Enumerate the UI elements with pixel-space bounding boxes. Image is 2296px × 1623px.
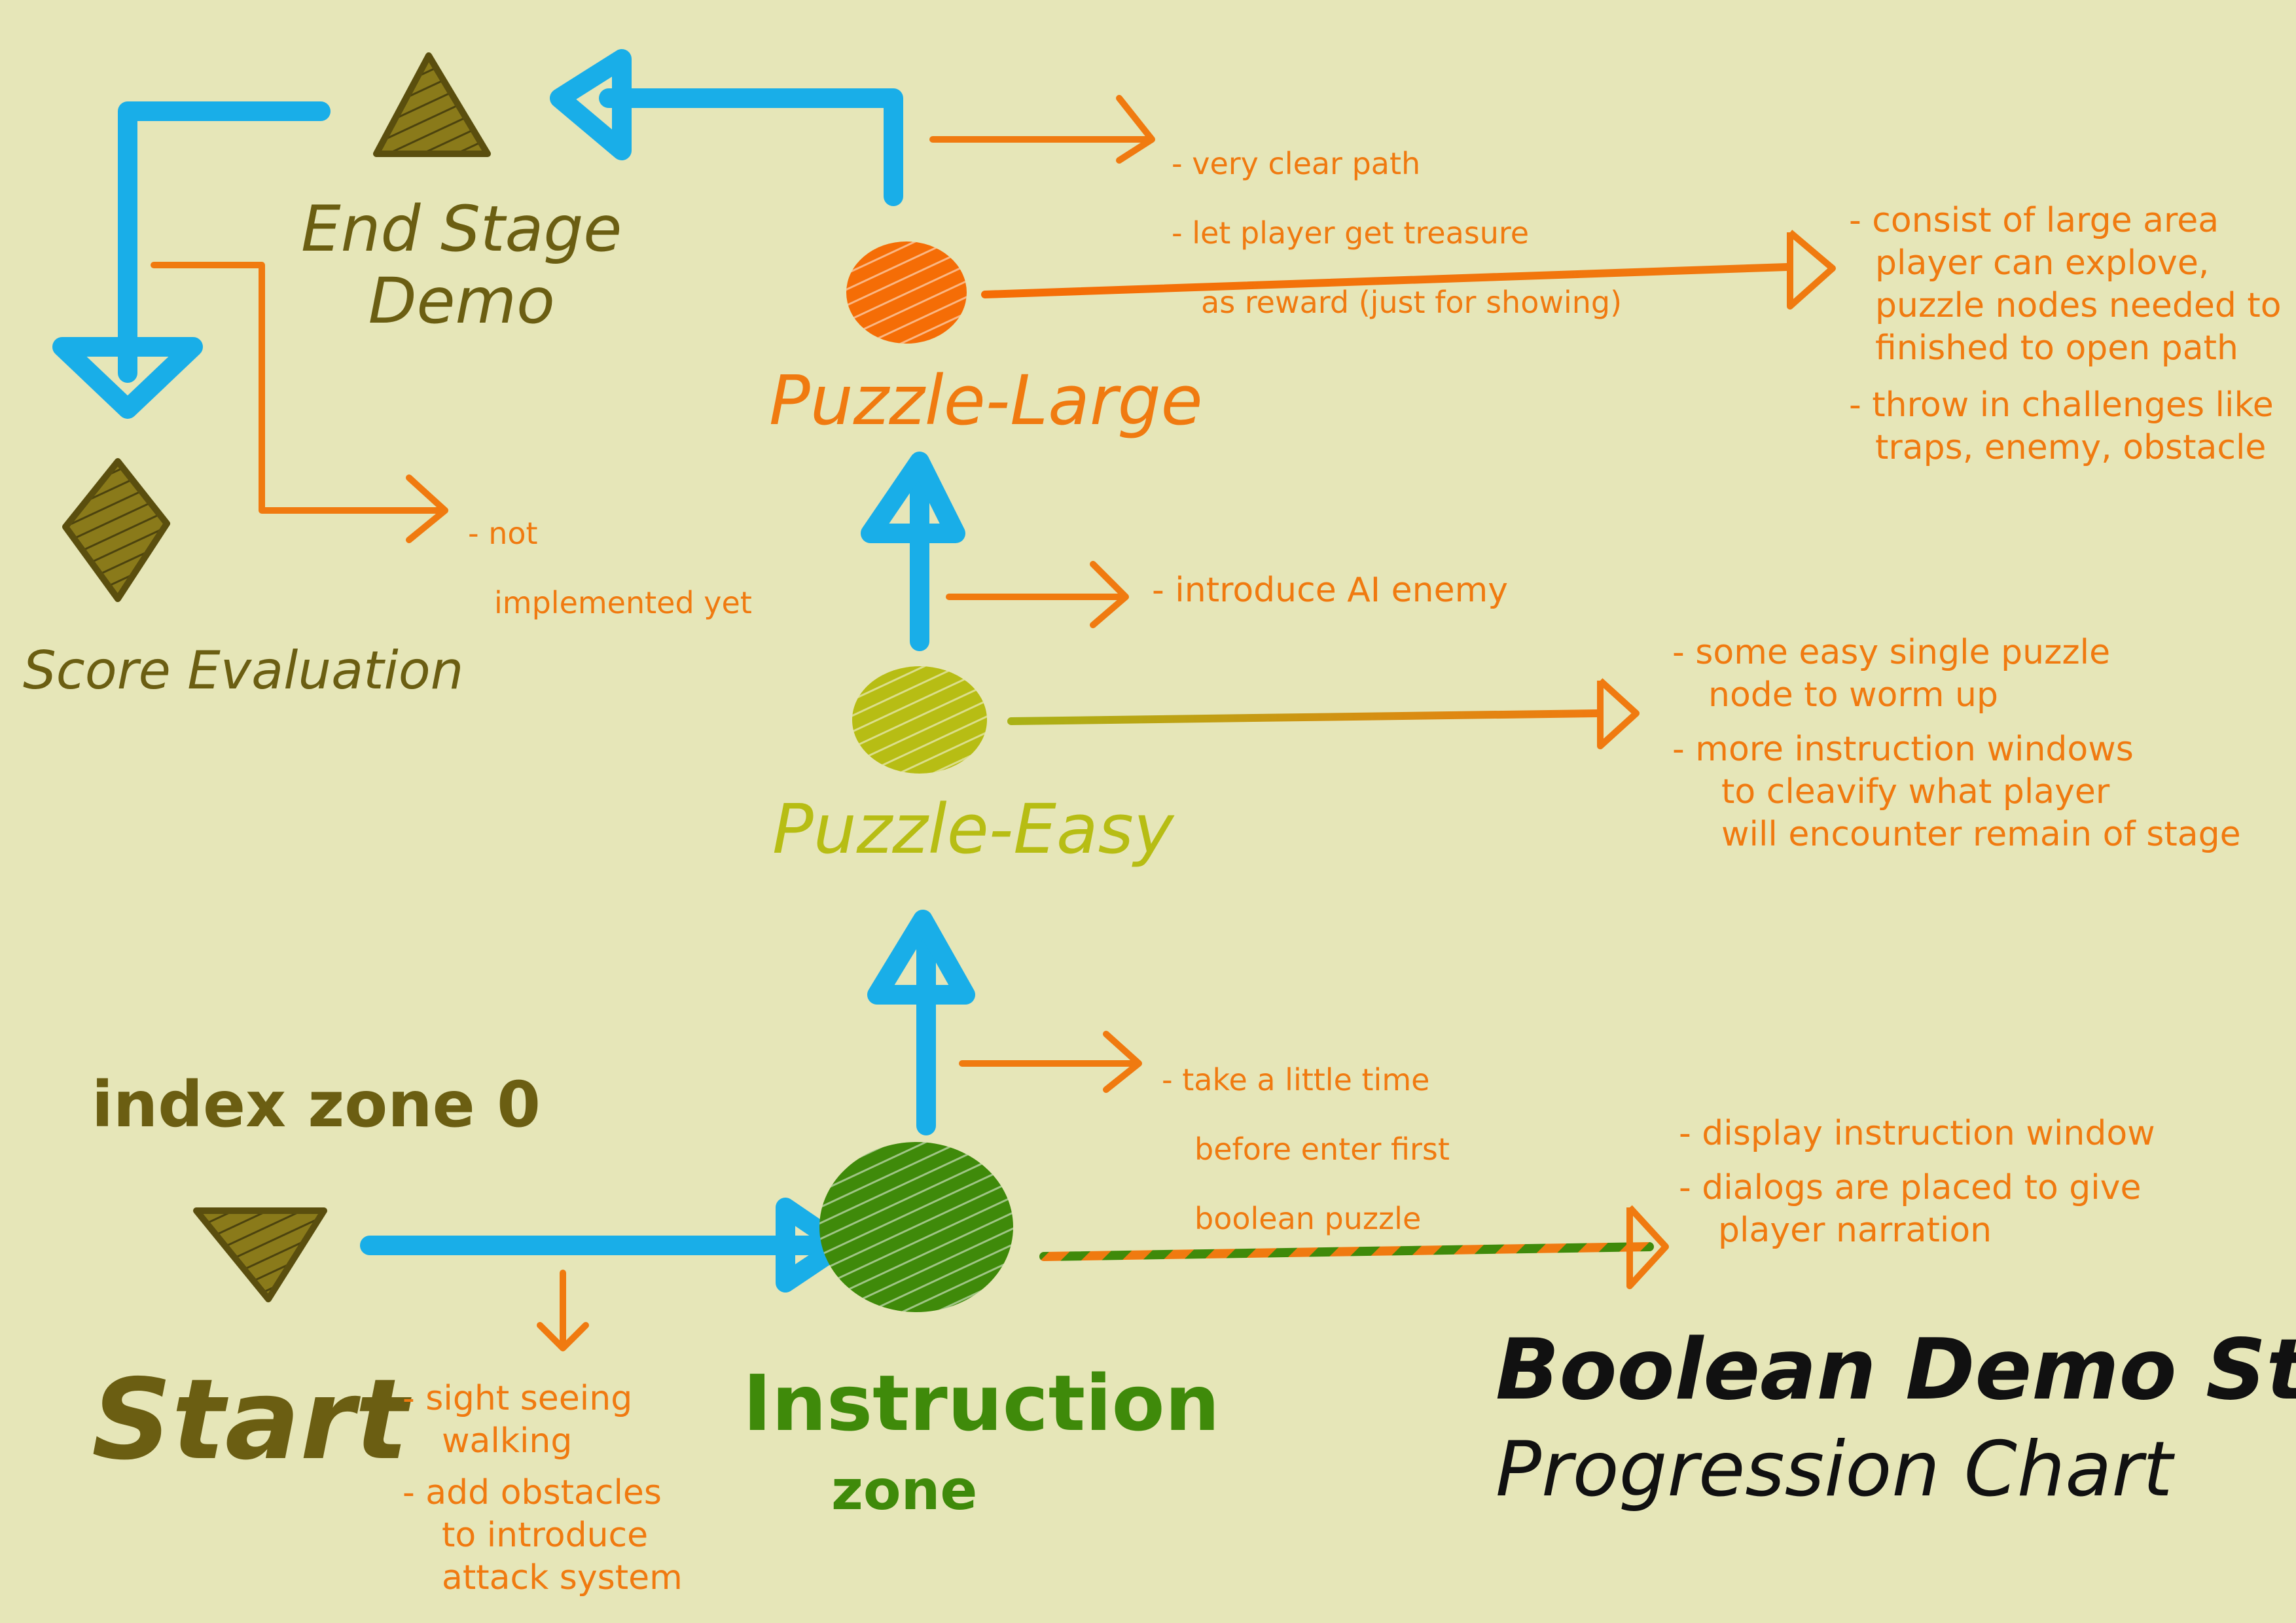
end-stage-label-line: Demo [368,264,555,338]
puzzle-easy-notes: - some easy single puzzle node to worm u… [1672,632,2241,856]
transition-note: boolean puzzle [1194,1200,1422,1236]
transition-note: - very clear path [1172,146,1421,181]
puzzle-large-note: finished to open path [1875,329,2238,368]
title-line-2: Progression Chart [1496,1425,2173,1514]
transition-note: as reward (just for showing) [1201,284,1623,320]
end-stage-triangle-icon [373,52,491,157]
puzzle-easy-circle-icon [852,666,987,774]
instruction-note: - display instruction window [1679,1114,2155,1153]
start-notes: - sight seeing walking - add obstacles t… [403,1378,683,1599]
start-note: walking [442,1421,573,1461]
chart-title: Boolean Demo Stage Progression Chart [1496,1329,2296,1508]
puzzle-easy-note: to cleavify what player [1721,772,2110,812]
puzzle-large-note: player can explove, [1875,243,2210,283]
score-note: implemented yet [494,584,752,620]
instruction-note: player narration [1718,1211,1992,1250]
puzzle-easy-note: node to worm up [1708,675,1998,715]
start-note: - add obstacles [403,1473,662,1512]
transition-note: - take a little time [1162,1062,1430,1097]
score-evaluation-label: Score Evaluation [23,640,464,701]
start-label: Start [92,1355,408,1485]
puzzle-large-circle-icon [846,241,967,344]
puzzle-easy-note: - more instruction windows [1672,730,2134,769]
score-note: - not [468,516,538,551]
puzzle-large-notes: - consist of large area player can explo… [1849,200,2282,469]
puzzle-easy-transition-note: - introduce AI enemy [1152,571,1509,610]
instruction-note: - dialogs are placed to give [1679,1168,2142,1207]
zone-index-label: index zone 0 [92,1068,541,1141]
start-note: to introduce [442,1516,649,1555]
transition-note: before enter first [1194,1131,1450,1167]
puzzle-large-transition-notes: - very clear path - let player get treas… [1172,115,1622,352]
end-stage-label: End Stage Demo [301,193,622,338]
score-evaluation-notes: - not implemented yet [468,484,752,653]
puzzle-large-note: - throw in challenges like [1849,385,2274,425]
long-connector-easy [1007,678,1640,749]
end-stage-label-line: End Stage [301,192,622,266]
title-line-1: Boolean Demo Stage [1496,1321,2296,1419]
flow-start-to-instruction [360,1198,851,1293]
flow-easy-to-large [861,452,965,651]
transition-note: - let player get treasure [1172,215,1530,251]
puzzle-easy-note: - some easy single puzzle [1672,633,2111,672]
flow-instruction-to-easy [867,910,975,1135]
long-connector-large [981,230,1836,310]
long-connector-instruction [1039,1205,1669,1289]
flow-large-to-end-stage [550,49,903,206]
annotation-arrows [151,95,1155,1351]
instruction-label: Instruction [743,1358,1220,1448]
start-triangle-icon [193,1207,327,1302]
start-note: attack system [442,1558,683,1597]
puzzle-easy-note: will encounter remain of stage [1721,815,2241,854]
flow-end-stage-to-score [52,101,331,419]
score-diamond-icon [62,458,170,602]
instruction-notes: - display instruction window - dialogs a… [1679,1113,2155,1252]
puzzle-large-note: puzzle nodes needed to [1875,286,2282,325]
puzzle-large-label: Puzzle-Large [769,361,1203,440]
puzzle-large-note: traps, enemy, obstacle [1875,428,2267,467]
instruction-circle-icon [819,1142,1013,1312]
instruction-transition-notes: - take a little time before enter first … [1162,1031,1450,1268]
puzzle-easy-label: Puzzle-Easy [772,789,1174,869]
start-note: - sight seeing [403,1379,633,1418]
instruction-label-zone: zone [831,1458,978,1522]
puzzle-large-note: - consist of large area [1849,201,2219,240]
